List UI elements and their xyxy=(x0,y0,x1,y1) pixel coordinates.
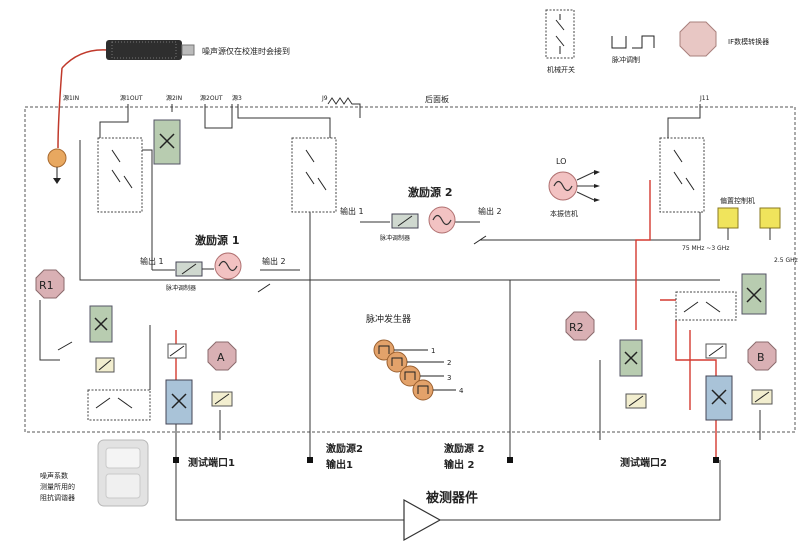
impedance-tuner xyxy=(97,439,149,507)
switch-block-middle xyxy=(291,137,337,213)
source-1-oscillator xyxy=(214,252,242,280)
switch-a-upper xyxy=(167,343,187,359)
dut-label: 被测器件 xyxy=(425,490,478,506)
legend-switch-label: 机械开关 xyxy=(547,65,575,74)
receiver-r1: R1 xyxy=(35,269,65,299)
cable-note: 噪声源仅在校准时会接到 xyxy=(202,46,290,56)
svg-text:R1: R1 xyxy=(39,279,54,292)
port-markers xyxy=(173,457,719,463)
svg-text:源3: 源3 xyxy=(232,94,242,102)
svg-text:3: 3 xyxy=(447,374,451,382)
noise-note-2: 测量所用的 xyxy=(40,482,75,491)
lo-oscillator xyxy=(548,170,600,202)
svg-text:源1OUT: 源1OUT xyxy=(120,94,143,102)
source-1-modulator-label: 脉冲调制器 xyxy=(166,284,196,292)
legend-pulse-symbol xyxy=(611,35,655,49)
coupler-r2-green xyxy=(619,339,643,377)
port2-label: 测试端口2 xyxy=(620,456,667,469)
lo-label: LO xyxy=(556,157,566,166)
svg-text:2: 2 xyxy=(447,359,451,367)
port1-label: 测试端口1 xyxy=(188,456,235,469)
pulse-gen-outputs: 1 2 3 4 xyxy=(431,347,464,395)
noise-connector xyxy=(47,148,67,184)
coupler-left-green xyxy=(89,305,113,343)
source-1-title: 激励源 1 xyxy=(195,233,239,247)
src2-out1-a: 激励源2 xyxy=(326,442,363,455)
svg-text:源2IN: 源2IN xyxy=(166,94,182,102)
switch-left-lower xyxy=(87,389,151,421)
jumper-labels: 源1IN 源1OUT 源2IN 源2OUT 源3 J9 J11 xyxy=(63,94,710,102)
bias-freq2-label: 2.5 GHz xyxy=(774,257,798,264)
attenuator-r2 xyxy=(625,393,647,409)
svg-text:源1IN: 源1IN xyxy=(63,94,79,102)
source-2-modulator-label: 脉冲调制器 xyxy=(380,234,410,242)
coupler-right-green xyxy=(741,273,767,315)
source-2-out2-switch xyxy=(473,235,487,245)
noise-note-1: 噪声系数 xyxy=(40,471,68,480)
source-2-modulator xyxy=(391,213,419,229)
svg-text:R2: R2 xyxy=(569,321,584,334)
source-1-out2: 输出 2 xyxy=(262,256,286,266)
svg-text:4: 4 xyxy=(459,387,464,395)
lo-caption: 本振信机 xyxy=(550,209,578,218)
bias-freq-label: 75 MHz ~3 GHz xyxy=(682,245,729,252)
switch-b-upper xyxy=(705,343,727,359)
source-2-out1: 输出 1 xyxy=(340,206,364,216)
switch-right-middle xyxy=(675,291,737,321)
svg-text:源2OUT: 源2OUT xyxy=(200,94,223,102)
rear-panel-boundary xyxy=(24,106,796,433)
noise-source-cable xyxy=(57,40,195,149)
panel-title: 后面板 xyxy=(425,94,449,104)
svg-text:J11: J11 xyxy=(699,95,710,102)
switch-block-right xyxy=(659,137,705,213)
noise-note-3: 阻抗调谐器 xyxy=(40,493,75,502)
legend-switch-symbol xyxy=(545,9,575,59)
src2-out1-b: 输出1 xyxy=(326,458,353,471)
legend-pulse-label: 脉冲调制 xyxy=(612,55,640,64)
attenuator-a xyxy=(211,391,233,407)
switch-block-left xyxy=(97,137,153,270)
receiver-r2: R2 xyxy=(565,311,595,341)
bias-box-title: 偏置控制机 xyxy=(720,196,755,205)
pulse-gen-title: 脉冲发生器 xyxy=(366,313,411,325)
coupler-port1-blue xyxy=(165,379,193,425)
source-2-out2: 输出 2 xyxy=(478,206,502,216)
receiver-b: B xyxy=(747,341,777,371)
dut-amplifier-icon xyxy=(403,498,442,542)
legend-ifconv-symbol xyxy=(679,21,717,57)
svg-text:A: A xyxy=(217,351,225,364)
attenuator-left xyxy=(95,357,115,373)
legend-ifconv-label: IF数模转换器 xyxy=(728,37,769,46)
switch-r1 xyxy=(57,341,73,351)
source-2-oscillator xyxy=(428,206,456,234)
receiver-a: A xyxy=(207,341,237,371)
svg-text:J9: J9 xyxy=(321,95,328,102)
src2-out2-b: 输出 2 xyxy=(444,458,474,471)
panel-jumpers xyxy=(99,97,701,140)
bias-control-units xyxy=(717,207,781,240)
wiring xyxy=(39,140,761,521)
svg-text:B: B xyxy=(757,351,765,364)
attenuator-b xyxy=(751,389,773,405)
source-1-out1: 输出 1 xyxy=(140,256,164,266)
svg-text:1: 1 xyxy=(431,347,435,355)
pulse-gen-stack xyxy=(373,339,456,401)
coupler-port2-blue xyxy=(705,375,733,421)
source-2-title: 激励源 2 xyxy=(408,185,452,199)
source-1-modulator xyxy=(175,261,214,277)
src2-out2-a: 激励源 2 xyxy=(444,442,484,455)
source-1-out2-switch xyxy=(257,283,271,293)
coupler-top-left xyxy=(153,119,181,165)
